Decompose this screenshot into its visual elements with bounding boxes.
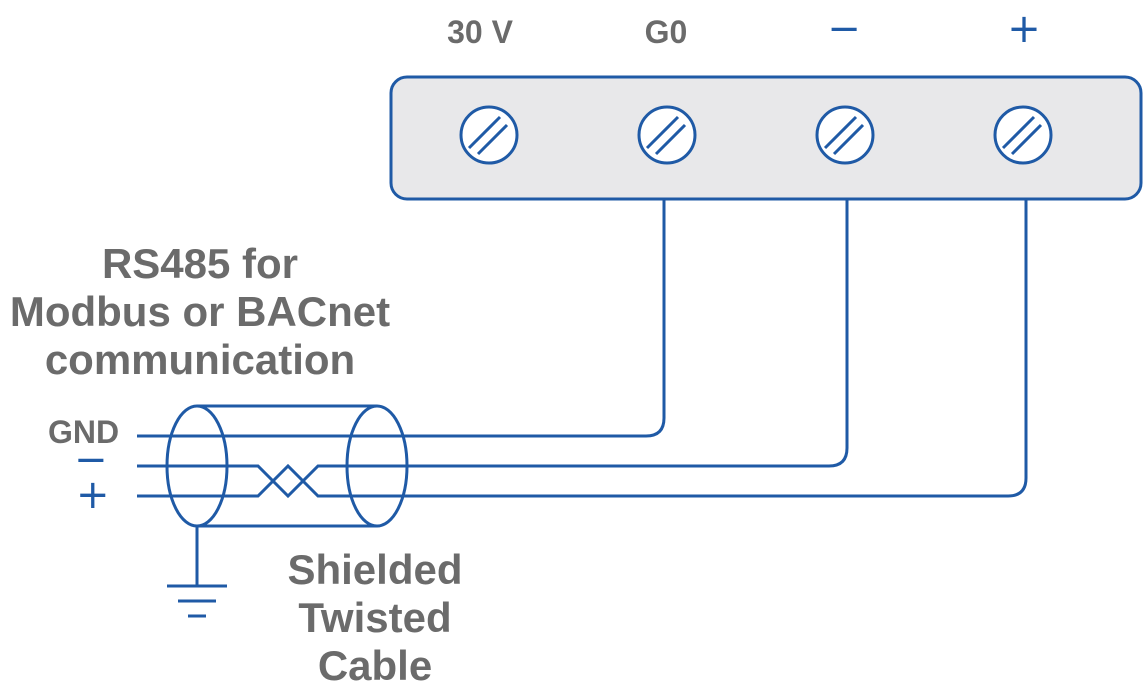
ground-symbol-icon	[167, 526, 227, 618]
terminal-label-minus: −	[827, 6, 861, 52]
terminal-label-plus: +	[1007, 6, 1041, 52]
terminal-block	[389, 75, 1143, 201]
terminal-label-g0: G0	[644, 14, 688, 50]
gnd-label: GND	[48, 414, 120, 450]
cable-label-line-3: Cable	[317, 642, 433, 689]
plus-label: +	[76, 472, 110, 518]
screw-terminal-icon	[993, 105, 1053, 165]
title-line-1: RS485 for	[101, 240, 299, 287]
terminal-label-30v: 30 V	[447, 14, 513, 50]
cable-label-line-1: Shielded	[287, 546, 463, 593]
minus-label: −	[74, 437, 108, 483]
cable-label-line-2: Twisted	[298, 594, 452, 641]
screw-terminal-icon	[637, 105, 697, 165]
screw-terminal-icon	[459, 105, 519, 165]
title-line-3: communication	[44, 336, 356, 383]
wire-plus	[215, 199, 1028, 498]
title-line-2: Modbus or BACnet	[9, 288, 391, 335]
screw-terminal-icon	[815, 105, 875, 165]
wire-g0	[215, 199, 666, 438]
